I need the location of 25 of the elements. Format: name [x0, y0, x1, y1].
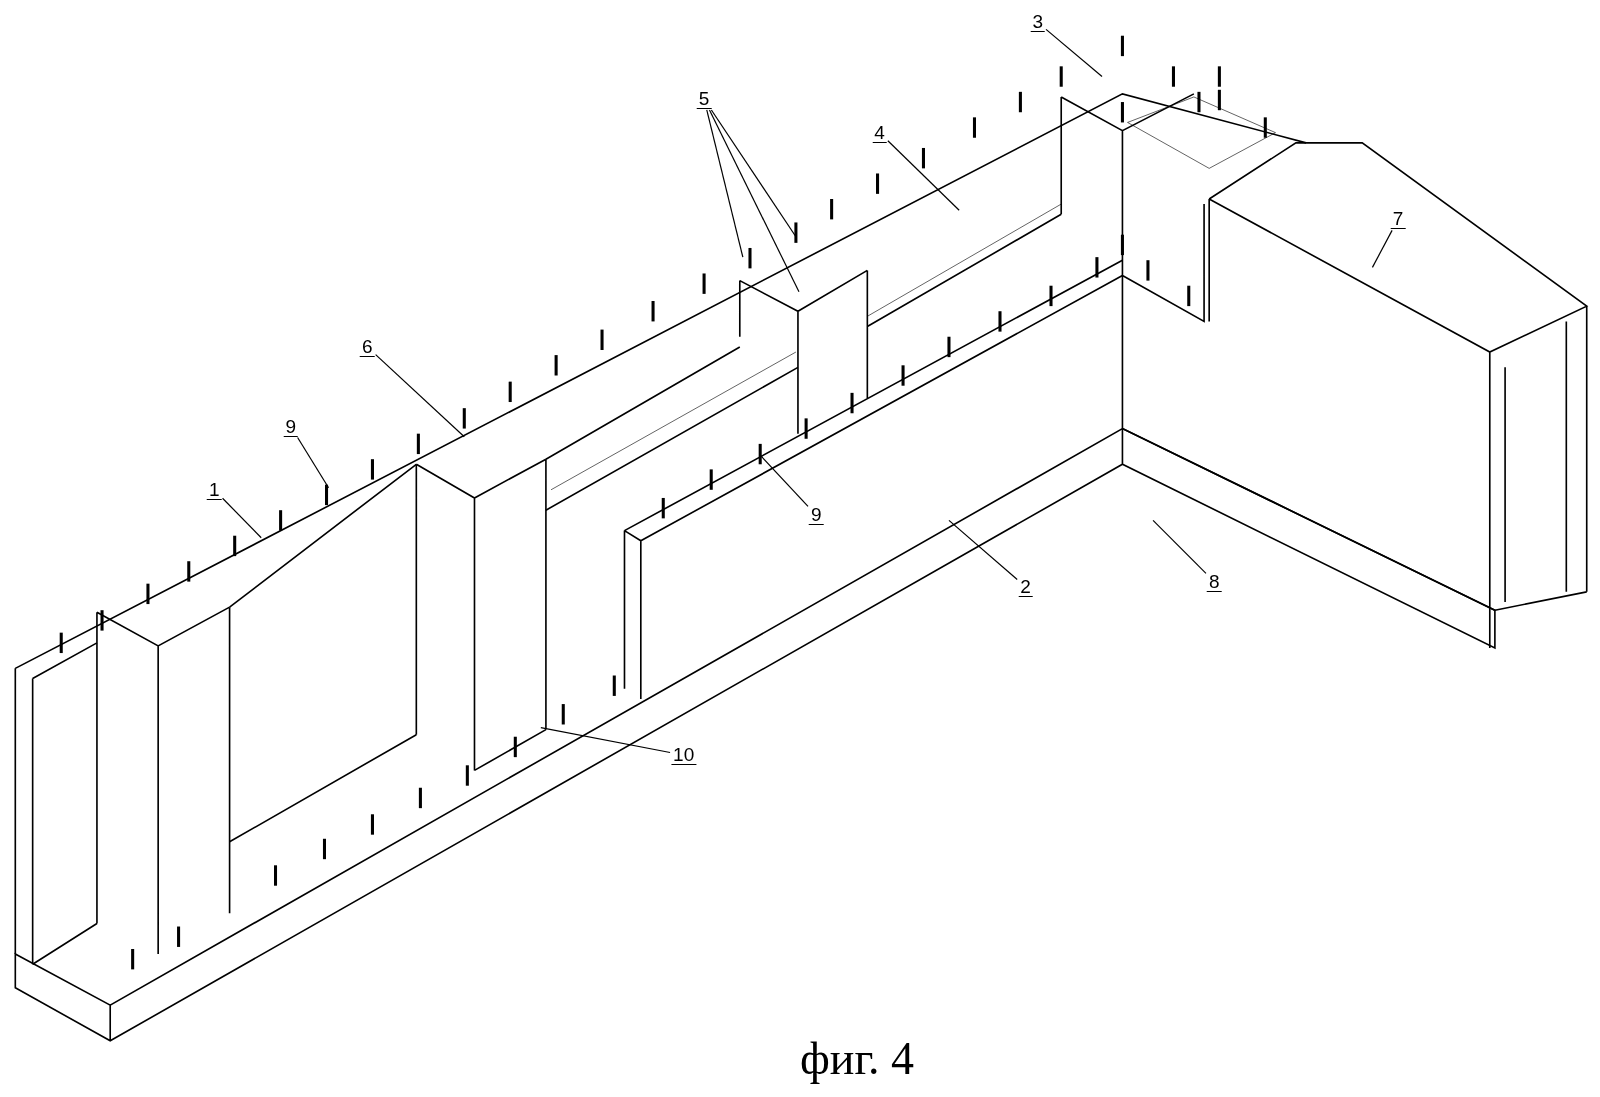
leader-line — [1152, 519, 1207, 574]
callout-number: 3 — [1032, 12, 1043, 32]
callout-number: 6 — [362, 336, 373, 356]
leader-line — [221, 497, 262, 539]
callout-number: 5 — [698, 88, 710, 108]
callout-number: 7 — [1392, 209, 1404, 229]
callout-number: 9 — [811, 505, 822, 525]
callout-number: 2 — [1020, 576, 1031, 596]
leader-line — [710, 109, 797, 238]
leader-line — [1045, 28, 1103, 78]
leader-line — [948, 519, 1018, 581]
callout-number: 8 — [1209, 571, 1220, 591]
callout-number: 4 — [874, 122, 885, 142]
leader-line — [708, 109, 800, 293]
leader-line — [540, 726, 671, 754]
callout-number: 10 — [673, 745, 695, 765]
leader-line — [887, 140, 960, 211]
leader-line — [297, 436, 330, 489]
callout-number: 1 — [209, 479, 220, 499]
figure-caption: фиг. 4 — [800, 1036, 915, 1082]
leader-line — [706, 109, 744, 258]
leader-line — [1371, 229, 1393, 268]
leader-line — [375, 354, 465, 438]
leader-line — [759, 454, 809, 507]
callout-number: 9 — [285, 416, 297, 436]
